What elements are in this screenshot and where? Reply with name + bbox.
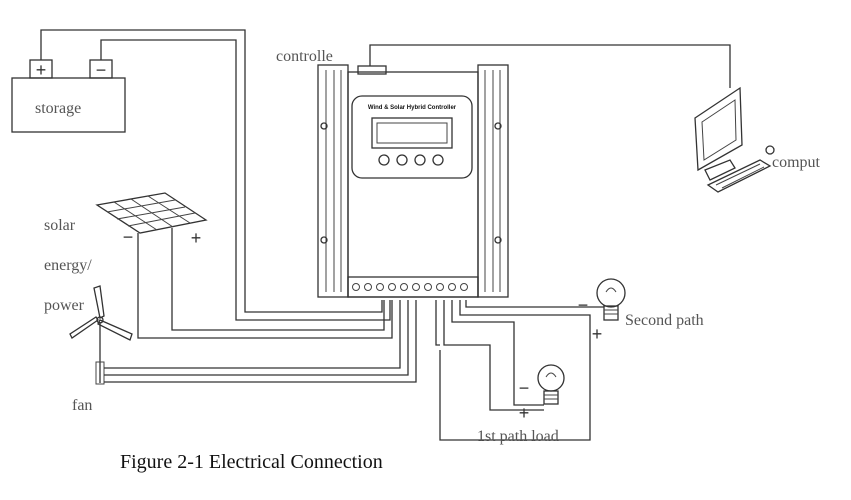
computer-label: comput	[772, 154, 821, 171]
storage-label: storage	[35, 100, 81, 117]
figure-caption: Figure 2-1 Electrical Connection	[120, 451, 383, 473]
battery-plus-sign: +	[36, 60, 47, 80]
light-bulb-icon	[537, 364, 565, 405]
second-path-minus-sign: −	[578, 295, 589, 315]
wire-solar-positive	[171, 228, 385, 331]
solar-label: solar	[44, 217, 76, 234]
wire-second-path-negative	[465, 300, 604, 308]
first-path-plus-sign: +	[519, 403, 530, 423]
controller-button-3	[414, 154, 426, 166]
first-path-label: 1st path load	[477, 428, 559, 445]
power-label: power	[44, 297, 85, 314]
fan-label: fan	[72, 397, 92, 414]
terminal-block	[352, 283, 468, 291]
computer-icon	[694, 86, 775, 193]
solar-panel-icon	[95, 192, 208, 234]
wire-fan-2	[104, 300, 409, 376]
controller-panel-title: Wind & Solar Hybrid Controller	[368, 105, 457, 111]
battery-minus-sign: −	[96, 60, 107, 80]
wire-solar-negative	[137, 233, 393, 339]
wind-turbine-icon	[69, 285, 133, 385]
second-path-plus-sign: +	[592, 324, 603, 344]
second-path-label: Second path	[625, 312, 704, 329]
wire-second-path-positive	[439, 300, 591, 441]
controller-label: controlle	[276, 48, 333, 65]
wire-computer-link	[369, 44, 731, 88]
controller-button-1	[378, 154, 390, 166]
wire-battery-positive	[40, 29, 383, 313]
controller-button-4	[432, 154, 444, 166]
wire-battery-negative	[100, 39, 391, 321]
solar-minus-sign: −	[123, 227, 134, 247]
light-bulb-icon	[596, 278, 626, 321]
solar-plus-sign: +	[191, 228, 202, 248]
energy-label: energy/	[44, 257, 92, 274]
wire-fan-3	[104, 300, 417, 383]
wire-fan-1	[104, 300, 401, 369]
controller-button-2	[396, 154, 408, 166]
wire-first-path-3	[435, 300, 440, 346]
wire-first-path-1	[451, 300, 544, 406]
battery-icon: + −	[11, 59, 126, 133]
first-path-minus-sign: −	[519, 378, 530, 398]
controller-icon: Wind & Solar Hybrid Controller	[317, 64, 509, 298]
wire-first-path-2	[443, 300, 544, 411]
